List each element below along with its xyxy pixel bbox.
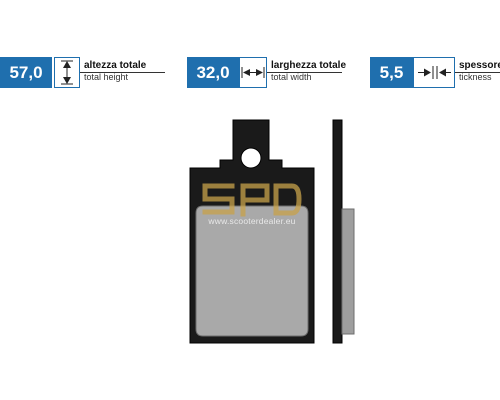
thickness-value: 5,5 — [370, 57, 413, 88]
side-view-friction-pad — [341, 208, 355, 335]
width-value: 32,0 — [187, 57, 239, 88]
spec-thickness: 5,5 spessore tickness — [370, 57, 500, 88]
vertical-double-arrow-icon — [54, 57, 80, 88]
spec-total-width: 32,0 larghezza totale total width — [187, 57, 346, 88]
watermark-url: www.scooterdealer.eu — [208, 216, 296, 226]
width-label-divider — [267, 72, 342, 73]
height-label-italian: altezza totale — [84, 60, 147, 71]
mounting-hole — [240, 147, 262, 169]
width-label-italian: larghezza totale — [271, 60, 347, 71]
width-label-english: total width — [271, 72, 312, 82]
inward-arrows-icon — [413, 57, 455, 88]
thickness-label-italian: spessore — [459, 60, 500, 71]
side-view-backplate — [332, 119, 343, 344]
friction-pad — [195, 205, 309, 337]
horizontal-double-arrow-icon — [239, 57, 267, 88]
height-value: 57,0 — [0, 57, 52, 88]
thickness-label-divider — [455, 72, 500, 73]
spd-watermark-logo — [202, 183, 302, 217]
height-label-english: total height — [84, 72, 129, 82]
spec-total-height: 57,0 altezza totale total height — [0, 57, 165, 88]
height-label-divider — [80, 72, 165, 73]
thickness-label-english: tickness — [459, 72, 492, 82]
